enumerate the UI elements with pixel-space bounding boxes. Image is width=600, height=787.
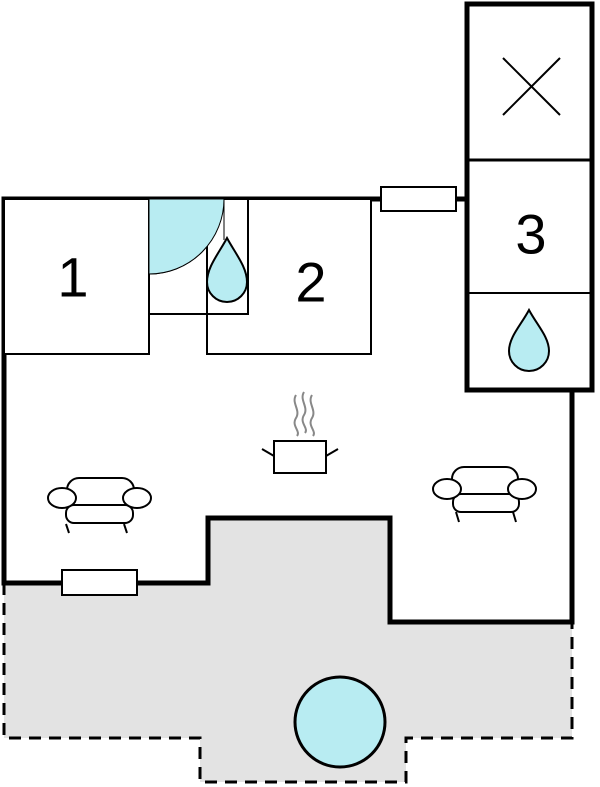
shower-fill-fix: [148, 198, 225, 275]
window-icon-bottom: [61, 569, 138, 596]
window-icon-top: [380, 186, 457, 212]
pool-icon: [293, 675, 387, 769]
room-2-label: 2: [295, 251, 326, 314]
room-1-label: 1: [57, 246, 88, 309]
sofa-icon-left: [47, 477, 152, 534]
terrace-dashed-border: [2, 583, 574, 784]
water-drop-icon-bath-2: [507, 307, 551, 372]
room-1: [3, 198, 150, 355]
water-drop-icon-bath-1b: [205, 235, 249, 303]
steam-icon: [293, 391, 315, 437]
room-3-label: 3: [515, 203, 546, 266]
sofa-icon-right: [432, 466, 537, 523]
cross-icon: [502, 57, 561, 116]
cooking-pot-icon: [261, 440, 339, 474]
